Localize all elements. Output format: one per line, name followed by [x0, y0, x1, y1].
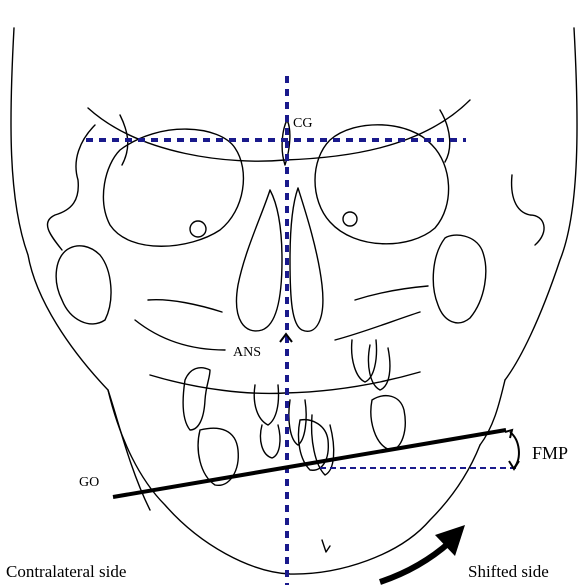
gonial-plane-line — [113, 430, 506, 497]
left-orbit — [103, 129, 243, 246]
tooth-left-4 — [260, 425, 280, 458]
fmp-arrowhead-top — [505, 430, 512, 438]
right-cheek-line — [355, 286, 428, 300]
right-condyle — [433, 235, 486, 323]
left-condyle — [56, 246, 111, 324]
tooth-left-1 — [183, 368, 210, 430]
left-cheek-line — [148, 300, 222, 312]
shifted-side-label: Shifted side — [468, 562, 549, 581]
shift-arrow-shaft — [380, 542, 450, 582]
tooth-right-3 — [371, 396, 405, 450]
ans-label: ANS — [233, 345, 261, 360]
contralateral-side-label: Contralateral side — [6, 562, 126, 581]
tooth-left-3 — [254, 385, 278, 425]
tooth-right-1 — [352, 340, 377, 382]
left-maxilla — [135, 320, 225, 350]
go-label: GO — [79, 475, 99, 490]
left-orbit-foramen — [190, 221, 206, 237]
right-orbit — [315, 125, 449, 244]
right-orbit-foramen — [343, 212, 357, 226]
tooth-center-1 — [289, 400, 306, 445]
cranium-left-outline — [11, 28, 150, 510]
brow-ridge — [88, 100, 470, 161]
cg-label: CG — [293, 116, 312, 131]
nasal-right — [290, 188, 323, 331]
right-zygoma — [512, 175, 544, 245]
left-zygoma — [47, 125, 95, 250]
right-maxilla — [335, 312, 420, 340]
mandible-outline — [108, 390, 480, 574]
fmp-label: FMP — [532, 443, 568, 463]
mental-mark — [322, 540, 330, 552]
nasal-left — [237, 190, 282, 331]
